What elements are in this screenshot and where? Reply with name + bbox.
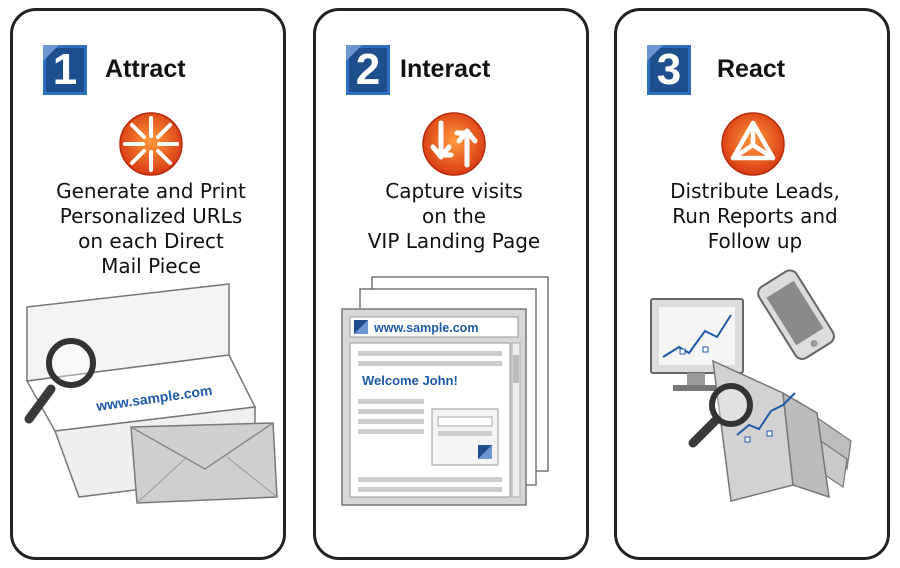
content-line <box>358 361 502 366</box>
content-line <box>358 487 502 492</box>
folded-report-icon <box>712 359 852 502</box>
magnifying-glass-icon <box>688 383 753 448</box>
step-1-description-line: Personalized URLs <box>59 204 243 228</box>
step-2-title: Interact <box>400 55 491 83</box>
step-3-number-badge: 3 <box>647 45 691 95</box>
smartphone-icon <box>757 269 835 360</box>
step-3-description-line: Distribute Leads, <box>670 179 840 203</box>
step-1-description-line: on each Direct <box>78 229 224 253</box>
scrollbar <box>511 342 521 498</box>
step-3-title: React <box>717 55 786 83</box>
address-bar <box>349 316 519 338</box>
browser-url: www.sample.com <box>373 321 478 335</box>
step-3-description-line: Follow up <box>707 229 803 253</box>
inward-arrows-icon <box>119 112 183 176</box>
step-1-panel: 1 Attract Generate and Print Personalize… <box>10 8 286 560</box>
step-2-description-line: VIP Landing Page <box>367 229 541 253</box>
scrollbar-thumb <box>513 355 519 383</box>
content-line <box>358 429 424 434</box>
landing-page-illustration: www.sample.com Welcome John! <box>341 276 549 506</box>
step-2-description-line: on the <box>421 204 487 228</box>
direct-mail-illustration: www.sample.com <box>24 283 278 504</box>
step-2-description-line: Capture visits <box>385 179 523 203</box>
form-logo-icon <box>478 445 492 459</box>
form-field <box>438 431 492 436</box>
monitor-icon <box>650 298 744 391</box>
content-line <box>358 419 424 424</box>
content-line <box>358 409 424 414</box>
step-3-panel: 3 React Distribute Leads, Run Reports an… <box>614 8 890 560</box>
step-2-panel: 2 Interact Capture visits on the VIP Lan… <box>313 8 589 560</box>
step-1-title: Attract <box>105 55 186 83</box>
form-field <box>437 416 493 427</box>
step-1-description-line: Mail Piece <box>101 254 201 278</box>
step-2-description: Capture visits on the VIP Landing Page <box>326 179 582 254</box>
reporting-illustration <box>650 269 852 502</box>
step-1-number-badge: 1 <box>43 45 87 95</box>
content-line <box>358 351 502 356</box>
step-3-description-line: Run Reports and <box>672 204 838 228</box>
step-2-number-badge: 2 <box>346 45 390 95</box>
welcome-message: Welcome John! <box>362 373 458 388</box>
content-line <box>358 477 502 482</box>
site-logo-icon <box>354 320 368 334</box>
step-1-description-line: Generate and Print <box>56 179 246 203</box>
content-line <box>358 399 424 404</box>
envelope-icon <box>130 422 278 504</box>
bidirectional-arrows-icon <box>422 112 486 176</box>
cycle-triangle-icon <box>721 112 785 176</box>
step-3-description: Distribute Leads, Run Reports and Follow… <box>627 179 883 254</box>
magnifying-glass-icon <box>24 338 96 424</box>
step-1-description: Generate and Print Personalized URLs on … <box>23 179 279 279</box>
